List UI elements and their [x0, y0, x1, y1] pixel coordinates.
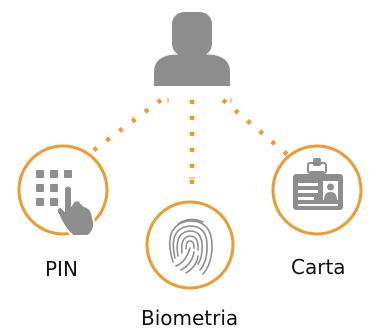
connector-to-carta	[221, 98, 291, 158]
connector-to-pin	[76, 98, 163, 164]
pin-label: PIN	[45, 257, 78, 281]
user-silhouette-icon	[154, 12, 230, 86]
pin-icon-circle	[17, 144, 109, 237]
carta-icon-circle	[271, 144, 363, 236]
id-card-icon	[293, 158, 343, 210]
fingerprint-icon	[169, 218, 213, 275]
biometria-icon-circle	[145, 200, 235, 290]
biometria-label: Biometria	[141, 306, 239, 330]
carta-label: Carta	[291, 255, 346, 279]
connector-lines	[76, 98, 291, 185]
keypad-finger-icon	[36, 170, 96, 237]
